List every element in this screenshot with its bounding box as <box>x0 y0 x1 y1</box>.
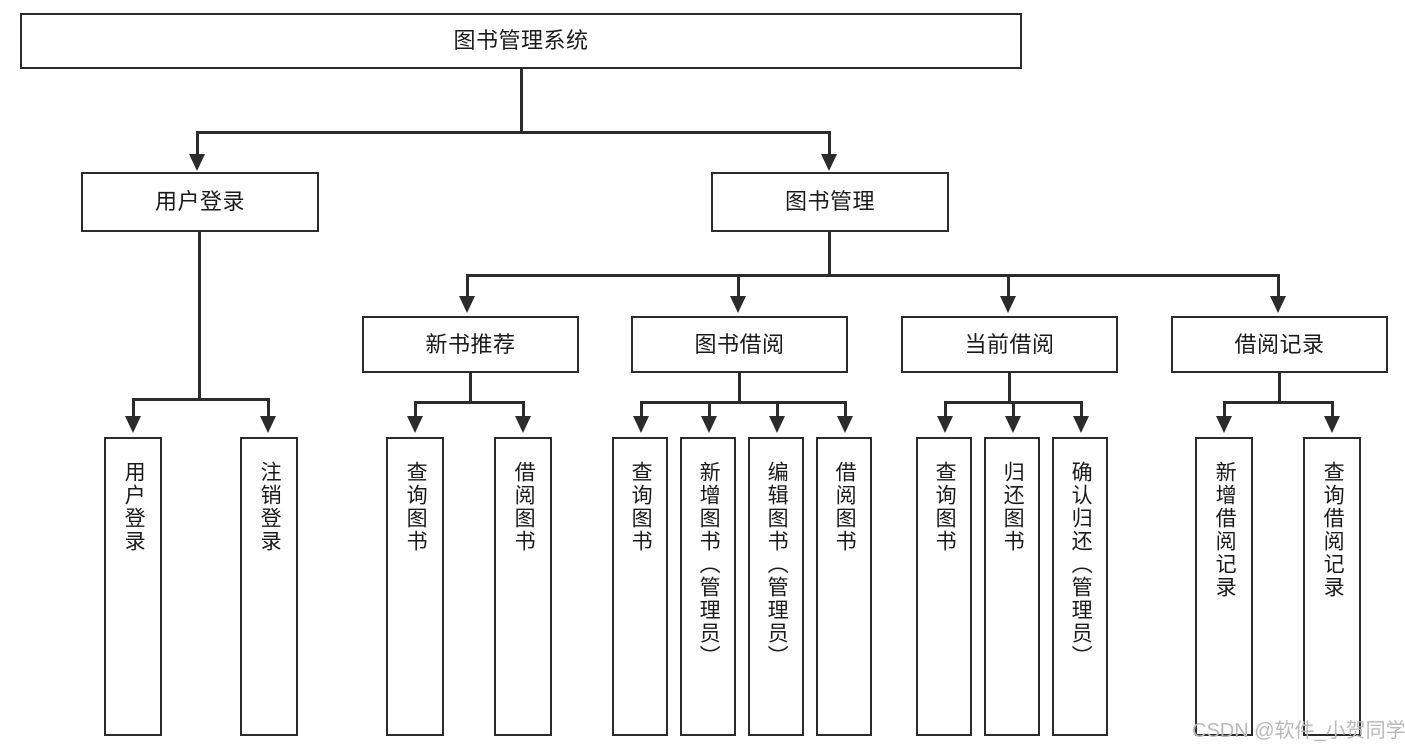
arrow-cb-query <box>937 416 953 433</box>
node-root-book-management-system[interactable]: 图书管理系统 <box>20 13 1022 69</box>
leaf-bb-borrow-book[interactable]: 借阅图书 <box>816 437 872 736</box>
arrow-book-management <box>821 154 837 171</box>
leaf-bb-query-book[interactable]: 查询图书 <box>612 437 668 736</box>
arrow-user-login <box>189 154 205 171</box>
node-label: 查询图书 <box>933 461 957 553</box>
edge-drop-cb-confirm <box>1080 401 1083 418</box>
edge-drop-cb-return <box>1012 401 1015 418</box>
edge-drop-user-login <box>196 131 199 156</box>
edge-drop-book-management <box>828 131 831 156</box>
edge-book-borrow-bus <box>640 401 847 404</box>
edge-drop-nb-borrow <box>522 401 525 418</box>
edge-root-stem <box>520 69 523 133</box>
arrow-cb-return <box>1005 416 1021 433</box>
edge-book-management-stem <box>828 232 831 276</box>
leaf-nb-query-book[interactable]: 查询图书 <box>386 437 444 736</box>
node-book-management[interactable]: 图书管理 <box>711 172 949 232</box>
edge-book-borrow-stem <box>738 373 741 403</box>
edge-current-borrow-stem <box>1008 373 1011 403</box>
leaf-nb-borrow-book[interactable]: 借阅图书 <box>494 437 552 736</box>
edge-drop-br-add <box>1223 401 1226 418</box>
arrow-nb-query <box>407 416 423 433</box>
node-label: 图书管理 <box>784 189 875 215</box>
arrow-leaf-logout <box>260 416 276 433</box>
edge-level2-bus <box>196 131 829 134</box>
leaf-br-add-record[interactable]: 新增借阅记录 <box>1195 437 1253 736</box>
edge-new-book-bus <box>414 401 525 404</box>
edge-borrow-record-stem <box>1278 373 1281 403</box>
edge-drop-current-borrow <box>1007 274 1010 298</box>
node-label: 归还图书 <box>1001 461 1025 553</box>
node-label: 借阅图书 <box>833 461 857 553</box>
edge-new-book-stem <box>469 373 472 403</box>
edge-level3-bus <box>466 274 1280 277</box>
edge-borrow-record-bus <box>1223 401 1334 404</box>
arrow-leaf-user-login <box>125 416 141 433</box>
arrow-bb-add <box>701 416 717 433</box>
arrow-br-add <box>1216 416 1232 433</box>
edge-drop-leaf-logout <box>267 398 270 418</box>
edge-drop-nb-query <box>414 401 417 418</box>
leaf-br-query-record[interactable]: 查询借阅记录 <box>1303 437 1361 736</box>
node-book-borrow[interactable]: 图书借阅 <box>631 316 848 373</box>
arrow-bb-edit <box>769 416 785 433</box>
node-label: 查询图书 <box>404 461 428 553</box>
edge-drop-bb-query <box>640 401 643 418</box>
arrow-bb-query <box>633 416 649 433</box>
node-label: 用户登录 <box>122 461 146 553</box>
edge-drop-bb-borrow <box>844 401 847 418</box>
node-label: 注销登录 <box>258 461 282 553</box>
leaf-cb-query-book[interactable]: 查询图书 <box>916 437 972 736</box>
node-label: 新书推荐 <box>425 331 516 357</box>
edge-drop-bb-edit <box>776 401 779 418</box>
leaf-bb-add-book-admin[interactable]: 新增图书（管理员） <box>680 437 736 736</box>
node-label: 借阅记录 <box>1234 331 1325 357</box>
arrow-current-borrow <box>1000 296 1016 313</box>
leaf-user-login[interactable]: 用户登录 <box>104 437 162 736</box>
node-label: 当前借阅 <box>964 331 1055 357</box>
edge-user-login-bus <box>132 398 270 401</box>
node-label: 用户登录 <box>154 189 245 215</box>
node-borrow-record[interactable]: 借阅记录 <box>1171 316 1388 373</box>
node-label: 图书借阅 <box>694 331 785 357</box>
arrow-br-query <box>1324 416 1340 433</box>
node-label: 确认归还（管理员） <box>1069 461 1093 668</box>
leaf-logout[interactable]: 注销登录 <box>240 437 298 736</box>
leaf-cb-confirm-return-admin[interactable]: 确认归还（管理员） <box>1052 437 1108 736</box>
node-user-login[interactable]: 用户登录 <box>81 172 319 232</box>
arrow-cb-confirm <box>1073 416 1089 433</box>
node-label: 查询图书 <box>629 461 653 553</box>
node-label: 借阅图书 <box>512 461 536 553</box>
arrow-nb-borrow <box>515 416 531 433</box>
edge-drop-bb-add <box>708 401 711 418</box>
node-label: 编辑图书（管理员） <box>765 461 789 668</box>
node-label: 查询借阅记录 <box>1321 461 1345 599</box>
edge-user-login-stem <box>198 232 201 400</box>
leaf-cb-return-book[interactable]: 归还图书 <box>984 437 1040 736</box>
node-current-borrow[interactable]: 当前借阅 <box>901 316 1118 373</box>
edge-drop-borrow-book <box>737 274 740 298</box>
edge-drop-leaf-user-login <box>132 398 135 418</box>
arrow-new-book <box>459 296 475 313</box>
leaf-bb-edit-book-admin[interactable]: 编辑图书（管理员） <box>748 437 804 736</box>
arrow-bb-borrow <box>837 416 853 433</box>
edge-drop-br-query <box>1331 401 1334 418</box>
node-label: 新增借阅记录 <box>1213 461 1237 599</box>
node-new-book-recommend[interactable]: 新书推荐 <box>362 316 579 373</box>
edge-drop-borrow-record <box>1277 274 1280 298</box>
node-label: 图书管理系统 <box>453 28 589 54</box>
edge-drop-cb-query <box>944 401 947 418</box>
arrow-borrow-book <box>730 296 746 313</box>
arrow-borrow-record <box>1270 296 1286 313</box>
node-label: 新增图书（管理员） <box>697 461 721 668</box>
edge-drop-new-book <box>466 274 469 298</box>
